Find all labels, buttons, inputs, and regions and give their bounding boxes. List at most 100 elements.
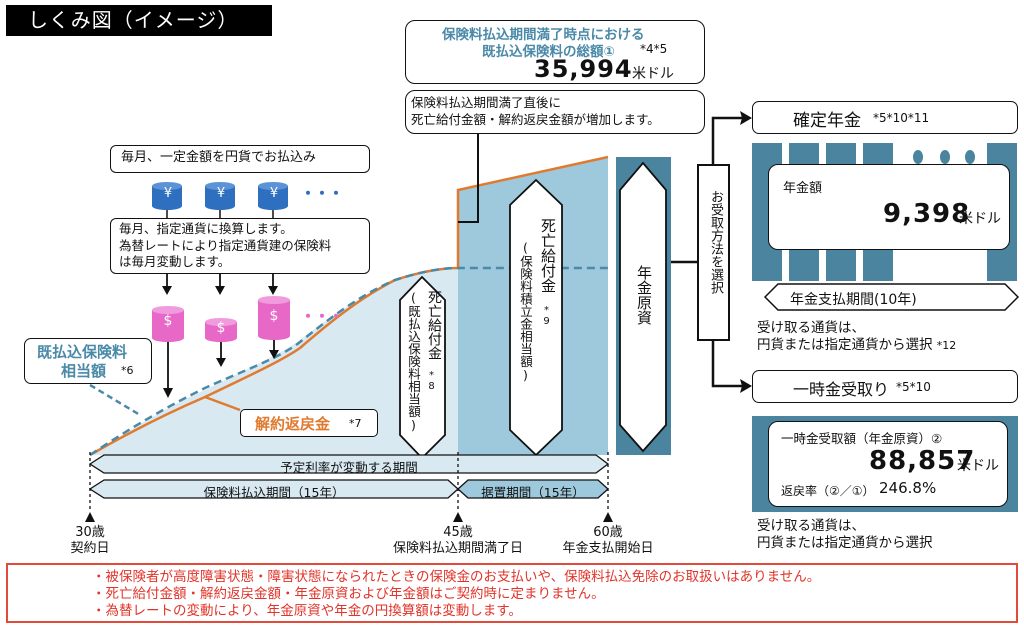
yen-glyph: ¥ — [163, 186, 173, 201]
select-method-box: お受取方法を選択 — [697, 164, 730, 341]
lump-currency-line-1: 受け取る通貨は、 — [757, 518, 865, 534]
death-benefit-1-note: *8 — [426, 370, 437, 392]
total-premium-amount: 35,994 — [534, 55, 633, 83]
increase-line-1: 保険料払込期間満了直後に — [411, 95, 562, 110]
yen-coin-icon — [258, 182, 288, 210]
pension-fund-hexagon — [619, 161, 667, 453]
lump-sum-currency: 受け取る通貨は、 円貨または指定通貨から選択 — [757, 518, 933, 552]
yen-coin-icon — [152, 182, 182, 210]
payment-period-label: 保険料払込期間（15年） — [203, 485, 345, 500]
surrender-label: 解約返戻金 — [255, 415, 331, 433]
fixed-currency-line-2: 円貨または指定通貨から選択 — [757, 337, 933, 353]
conversion-line-2: 為替レートにより指定通貨建の保険料 — [119, 237, 332, 253]
dollar-coin-icon — [152, 306, 184, 342]
conversion-line-3: は毎月変動します。 — [119, 254, 231, 269]
refund-ratio-value: 246.8% — [879, 479, 937, 497]
pension-fund-label: 年金原資 — [635, 265, 653, 325]
rate-period-label: 予定利率が変動する期間 — [280, 460, 418, 475]
arrow-to-fixed-pension — [711, 116, 745, 165]
yen-coins — [152, 182, 288, 218]
total-premium-unit: 米ドル — [632, 66, 674, 82]
milestone-contract: 30歳 契約日 — [60, 525, 120, 557]
dollar-coin-icon — [205, 318, 237, 342]
pension-amount-value: 9,398 — [883, 199, 971, 229]
yen-glyph: ¥ — [269, 186, 279, 201]
marker-45-icon — [453, 512, 463, 522]
fixed-pension-title-box: 確定年金 *5*10*11 — [752, 101, 1018, 134]
fixed-pension-note: *5*10*11 — [873, 111, 930, 125]
warning-item: ・死亡給付金額・解約返戻金額・年金原資および年金額はご契約時に定まりません。 — [92, 586, 605, 602]
paid-premium-label-2: 相当額 — [61, 362, 107, 380]
fixed-pension-currency: 受け取る通貨は、 円貨または指定通貨から選択 *12 — [757, 320, 956, 354]
dollar-coins — [152, 296, 290, 342]
milestone-age: 60歳 — [593, 525, 623, 540]
milestone-pension-start: 60歳 年金支払開始日 — [550, 525, 666, 557]
fixed-pension-title: 確定年金 — [793, 111, 861, 131]
death-benefit-1-sub: (既払込保険料相当額) — [406, 290, 421, 433]
pension-period-arrow — [763, 283, 1020, 311]
deferral-period-label: 据置期間（15年） — [481, 485, 585, 500]
death-benefit-2-note: *9 — [541, 305, 552, 327]
lump-currency-line-2: 円貨または指定通貨から選択 — [757, 535, 933, 551]
lump-sum-note: *5*10 — [896, 380, 931, 394]
pension-amount-label: 年金額 — [783, 181, 823, 196]
yen-coin-icon — [205, 182, 235, 210]
lump-sum-title-box: 一時金受取り *5*10 — [752, 370, 1018, 403]
surrender-pointer — [204, 395, 241, 412]
total-premium-label-1: 保険料払込期間満了時点における — [442, 27, 645, 43]
paid-premium-line — [89, 266, 608, 457]
increase-connector — [458, 134, 479, 223]
warning-box: ・被保険者が高度障害状態・障害状態になられたときの保険金のお支払いや、保険料払込… — [6, 563, 1018, 623]
yen-glyph: ¥ — [216, 186, 226, 201]
paid-premium-label-box: 既払込保険料 相当額 *6 — [24, 338, 152, 384]
warning-item: ・被保険者が高度障害状態・障害状態になられたときの保険金のお支払いや、保険料払込… — [92, 569, 821, 585]
deposit-arrows — [163, 340, 279, 398]
conversion-line-1: 毎月、指定通貨に換算します。 — [119, 221, 293, 236]
marker-30-icon — [85, 512, 95, 522]
yen-ellipsis: ・・・ — [300, 184, 344, 203]
paid-premium-note: *6 — [121, 364, 134, 377]
milestone-label: 保険料払込期間満了日 — [392, 541, 523, 556]
select-method-label: お受取方法を選択 — [708, 190, 723, 294]
total-premium-box: 保険料払込期間満了時点における 既払込保険料の総額① *4*5 35,994 米… — [405, 20, 705, 84]
milestone-markers — [89, 452, 609, 512]
milestone-label: 年金支払開始日 — [562, 541, 654, 556]
total-premium-note: *4*5 — [640, 42, 668, 56]
arrow-to-lump-sum — [711, 340, 745, 388]
lump-sum-amount-label: 一時金受取額（年金原資）② — [781, 431, 943, 446]
death-benefit-2-main: 死亡給付金 — [539, 218, 557, 293]
death-benefit-1-main: 死亡給付金 — [426, 290, 442, 360]
lump-sum-title: 一時金受取り — [793, 380, 890, 399]
warning-item: ・為替レートの変動により、年金原資や年金の円換算額は変動します。 — [92, 603, 522, 619]
increase-line-2: 死亡給付金額・解約返戻金額が増加します。 — [411, 112, 660, 127]
milestone-label: 契約日 — [70, 541, 110, 556]
increase-box: 保険料払込期間満了直後に 死亡給付金額・解約返戻金額が増加します。 — [405, 90, 705, 134]
surrender-note: *7 — [349, 417, 362, 430]
lump-sum-amount-box: 一時金受取額（年金原資）② 88,857 米ドル 返戻率（②／①） 246.8% — [768, 421, 1008, 507]
lump-sum-amount-unit: 米ドル — [957, 458, 999, 474]
lump-sum-amount-value: 88,857 — [869, 446, 976, 476]
dollar-ellipsis: ・・・ — [300, 307, 344, 326]
dollar-glyph: $ — [163, 313, 173, 329]
dollar-glyph: $ — [269, 308, 279, 324]
conversion-box: 毎月、指定通貨に換算します。 為替レートにより指定通貨建の保険料 は毎月変動しま… — [110, 218, 370, 274]
page-title: しくみ図（イメージ） — [6, 5, 272, 36]
pension-amount-unit: 米ドル — [959, 211, 1001, 227]
warning-list: ・被保険者が高度障害状態・障害状態になられたときの保険金のお支払いや、保険料払込… — [92, 569, 820, 620]
death-benefit-2-sub: (保険料積立金相当額) — [518, 240, 533, 383]
surrender-label-box: 解約返戻金 *7 — [240, 409, 378, 437]
milestone-age: 30歳 — [75, 525, 105, 540]
dollar-coin-icon — [258, 296, 290, 340]
paid-premium-label-1: 既払込保険料 — [37, 343, 128, 361]
refund-ratio-label: 返戻率（②／①） — [781, 484, 875, 498]
pension-amount-box: 年金額 9,398 米ドル — [768, 164, 1010, 250]
paid-premium-pointer — [89, 383, 141, 417]
fixed-currency-line-1: 受け取る通貨は、 — [757, 320, 865, 336]
pension-period-label: 年金支払期間(10年) — [790, 292, 917, 308]
fixed-currency-note: *12 — [936, 339, 957, 352]
marker-60-icon — [603, 512, 613, 522]
milestone-age: 45歳 — [443, 525, 473, 540]
dollar-glyph: $ — [216, 320, 226, 336]
milestone-payment-end: 45歳 保険料払込期間満了日 — [378, 525, 538, 557]
conversion-arrows — [162, 274, 278, 295]
